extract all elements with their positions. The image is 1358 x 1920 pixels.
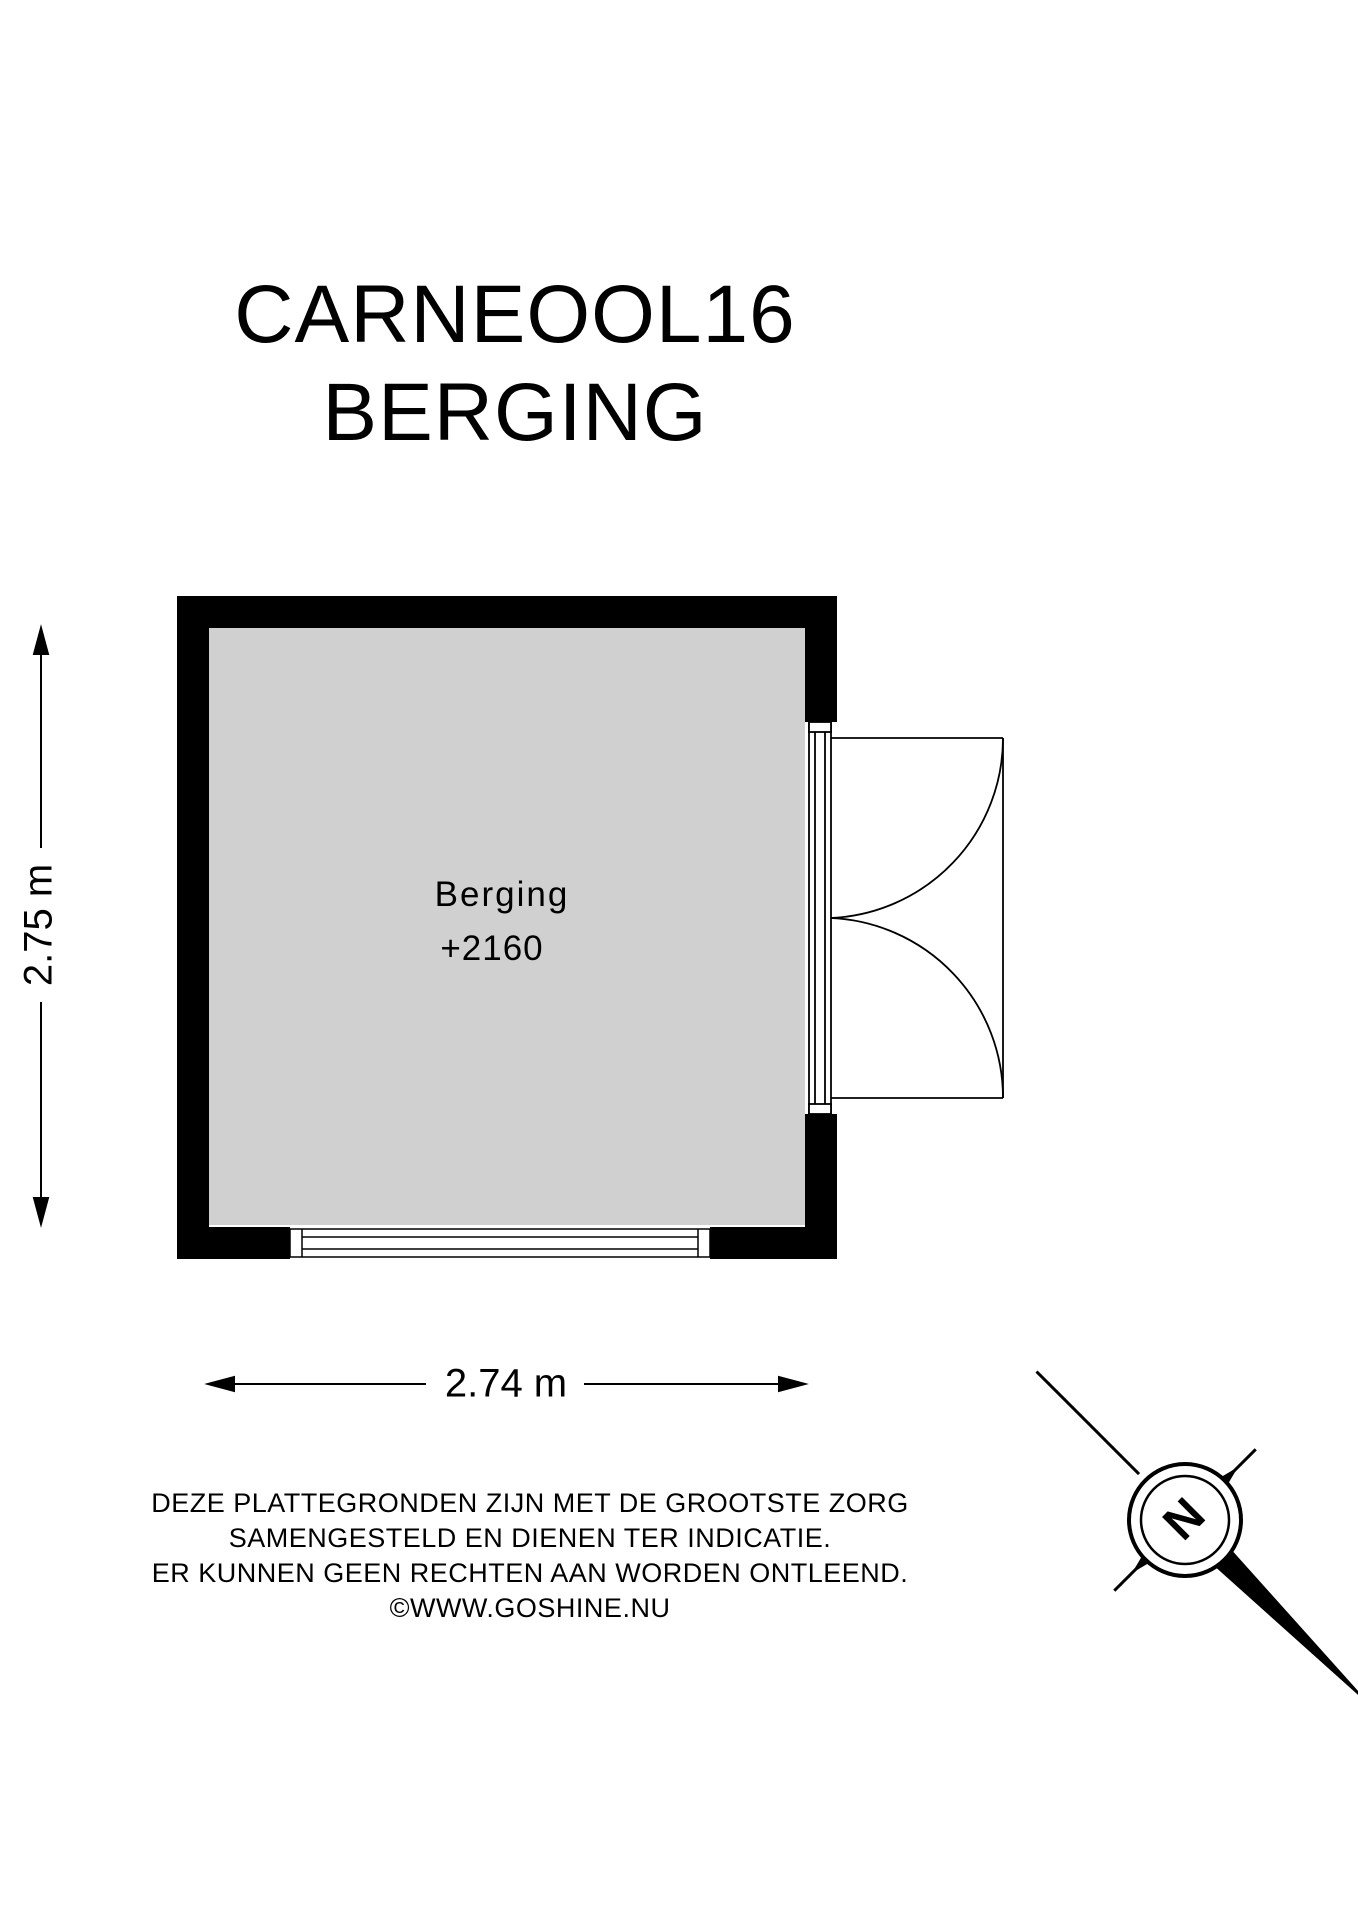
room-level: +2160 bbox=[440, 929, 543, 968]
disclaimer: DEZE PLATTEGRONDEN ZIJN MET DE GROOTSTE … bbox=[60, 1486, 1000, 1626]
walls bbox=[177, 596, 837, 1259]
room-name: Berging bbox=[435, 875, 570, 914]
height-dimension-label: 2.75 m bbox=[17, 864, 61, 986]
bottom-window bbox=[289, 1228, 711, 1258]
double-door bbox=[808, 721, 1004, 1115]
plan-title-floor: BERGING bbox=[322, 367, 708, 458]
disclaimer-line: DEZE PLATTEGRONDEN ZIJN MET DE GROOTSTE … bbox=[151, 1488, 909, 1518]
plan-title-address: CARNEOOL16 bbox=[234, 269, 796, 360]
width-dimension-label: 2.74 m bbox=[445, 1362, 567, 1406]
room-floor bbox=[208, 627, 805, 1225]
north-arrow-icon: N bbox=[1035, 1370, 1358, 1711]
height-dimension-line bbox=[32, 624, 50, 1228]
width-dimension-line bbox=[204, 1375, 809, 1393]
disclaimer-line: SAMENGESTELD EN DIENEN TER INDICATIE. bbox=[228, 1523, 832, 1553]
disclaimer-line: ER KUNNEN GEEN RECHTEN AAN WORDEN ONTLEE… bbox=[151, 1558, 909, 1588]
copyright-line: ©WWW.GOSHINE.NU bbox=[389, 1593, 671, 1623]
